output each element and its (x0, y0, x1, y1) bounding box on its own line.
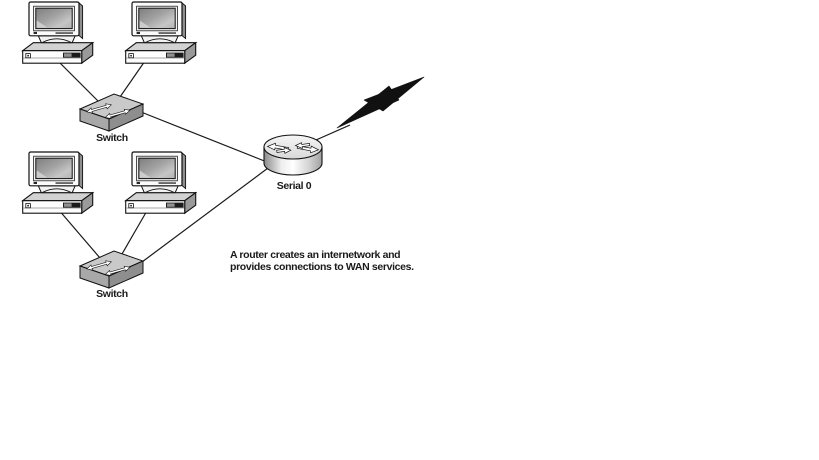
caption-line-1: A router creates an internetwork and (230, 249, 401, 261)
edge-switch1-router (140, 111, 268, 163)
workstation-icon (22, 151, 94, 214)
switch-1-label: Switch (96, 132, 128, 144)
workstation-icon (125, 1, 197, 64)
edge-workstation3-switch2 (57, 208, 101, 259)
edge-workstation4-switch2 (121, 208, 149, 255)
edge-lines (56, 57, 351, 263)
caption-line-2: provides connections to WAN services. (230, 261, 414, 273)
switch-icon (80, 251, 143, 288)
router-interface-label: Serial 0 (276, 180, 312, 192)
edge-switch2-router (141, 167, 269, 263)
edge-workstation1-switch1 (56, 59, 99, 102)
switch-icon (80, 94, 143, 131)
workstation-icon (22, 1, 94, 64)
workstation-icon (125, 151, 197, 214)
router-icon (263, 134, 323, 176)
lightning-bolt-icon (336, 76, 425, 129)
edge-router-wan (315, 124, 351, 141)
edge-workstation2-switch1 (119, 57, 148, 98)
switch-2-label: Switch (96, 288, 128, 300)
diagram-caption: A router creates an internetwork and pro… (230, 249, 414, 273)
